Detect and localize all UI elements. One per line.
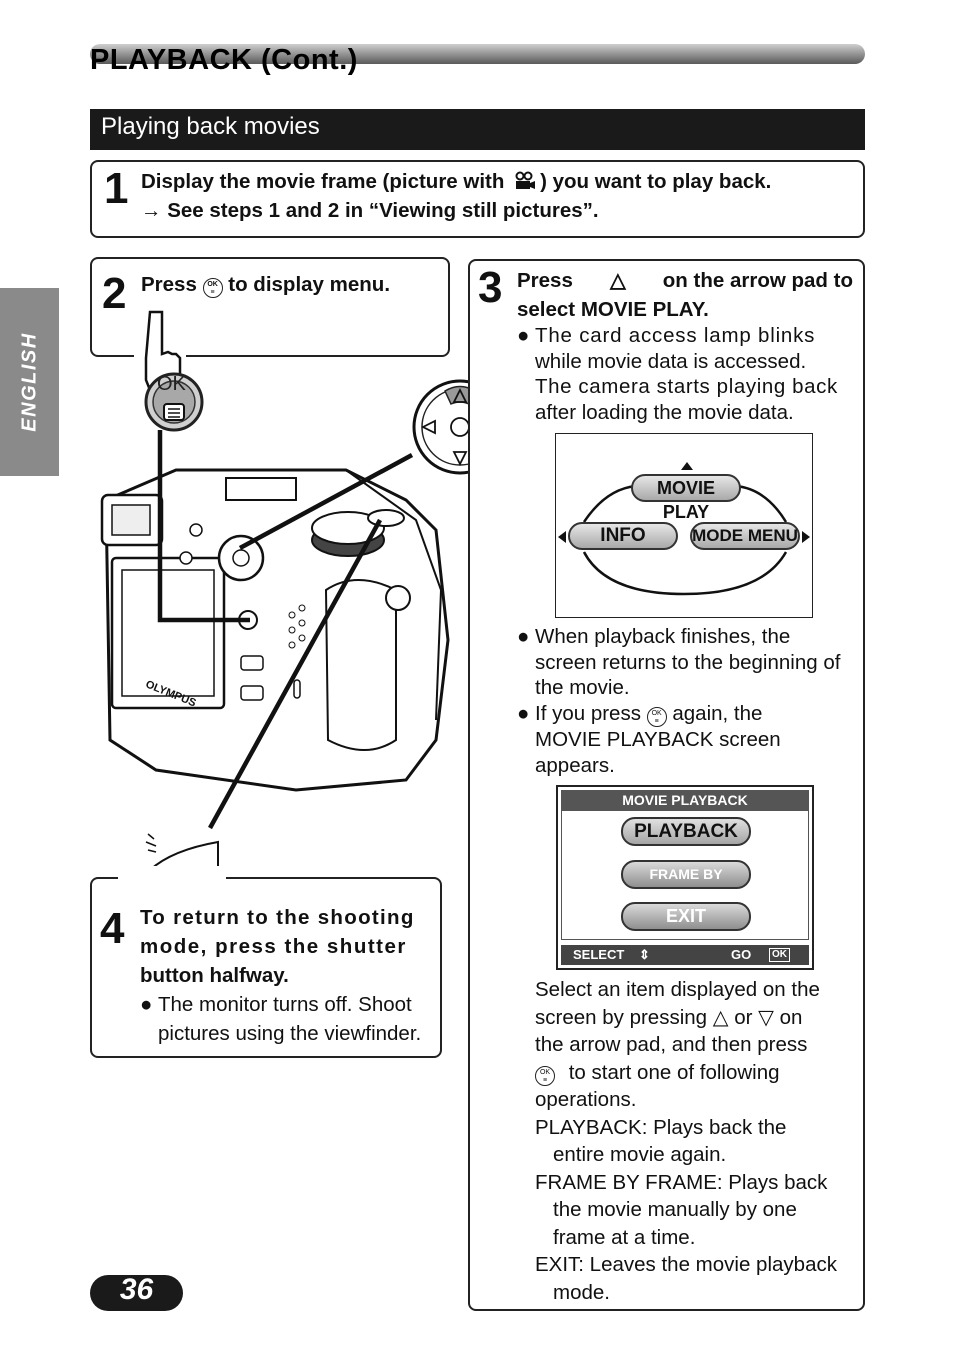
playback-screen-footer: SELECT ⇕ GO OK (561, 945, 809, 965)
section-bar (90, 109, 865, 150)
triangle-up-icon: △ (712, 1005, 729, 1029)
para-e: operations. (535, 1088, 637, 1111)
step3-text: Press △ on the arrow pad to select MOVIE… (517, 266, 853, 324)
language-tab (0, 288, 59, 476)
step3-bullet1-l2: while movie data is accessed. (535, 349, 807, 373)
para-d: to start one of following (568, 1060, 780, 1084)
para-b-mid: or (734, 1005, 753, 1029)
step4-bullet-l1: The monitor turns off. Shoot (158, 993, 412, 1016)
step3-bullet3-post: again, the (672, 702, 763, 725)
step3-bullet1: ● The card access lamp blinks while movi… (517, 323, 857, 425)
para-b-post: on (779, 1005, 803, 1029)
step3-bullet1-l3: The camera starts playing back (535, 375, 838, 398)
ok-label: OK (157, 373, 186, 395)
movie-icon (514, 170, 536, 190)
header-bar (90, 44, 865, 64)
step3-instructions: Select an item displayed on the screen b… (535, 976, 860, 1306)
step4-box-gap (118, 866, 226, 890)
step3-bullet2: ● When playback finishes, the screen ret… (517, 624, 857, 701)
step1-box (90, 160, 865, 238)
para-b-pre: screen by pressing (535, 1005, 708, 1029)
step3-press: Press (517, 269, 573, 292)
triangle-down-icon: ▽ (758, 1005, 774, 1029)
op-frame-l2: the movie manually by one (553, 1198, 797, 1221)
op-playback-l1: PLAYBACK: Plays back the (535, 1115, 787, 1139)
step4-text: To return to the shooting mode, press th… (140, 903, 431, 990)
ok-menu-icon: OK≡ (646, 707, 667, 727)
step3-line2: select MOVIE PLAY. (517, 298, 709, 321)
step4-l2: mode, press the shutter (140, 935, 407, 958)
step1-line2: → See steps 1 and 2 in “Viewing still pi… (141, 199, 599, 222)
triangle-up-icon: △ (609, 269, 626, 292)
step4-box (90, 877, 442, 1058)
step2-text: Press OK≡ to display menu. (141, 270, 390, 299)
op-playback-l2: entire movie again. (553, 1143, 727, 1166)
menu-movie-play[interactable]: MOVIE PLAY (631, 474, 741, 522)
step4-l3: button halfway. (140, 964, 289, 987)
step4-bullet-l2: pictures using the viewfinder. (158, 1022, 422, 1045)
movie-playback-screen: MOVIE PLAYBACK PLAYBACK FRAME BY FRAME E… (556, 785, 814, 970)
step3-bullet2-l1: When playback finishes, the (535, 625, 791, 648)
playback-screen-frame (561, 810, 809, 940)
step4-number: 4 (100, 904, 125, 953)
op-exit-l1: EXIT: Leaves the movie playback (535, 1253, 837, 1276)
step1-text: Display the movie frame (picture with ) … (141, 167, 856, 225)
page-title: PLAYBACK (Cont.) (90, 44, 358, 76)
menu-playback[interactable]: PLAYBACK (621, 817, 751, 846)
menu-mode-menu[interactable]: MODE MENU (690, 522, 800, 550)
menu-arcs (558, 462, 810, 596)
step4-l1: To return to the shooting (140, 906, 415, 929)
page-number: 36 (119, 1273, 154, 1306)
step1-number: 1 (104, 164, 129, 213)
menu-exit[interactable]: EXIT (621, 902, 751, 931)
para-c: the arrow pad, and then press (535, 1033, 808, 1056)
playback-screen-title: MOVIE PLAYBACK (561, 790, 809, 810)
step3-number: 3 (478, 263, 503, 312)
step4-bullet: ● The monitor turns off. Shoot pictures … (140, 990, 435, 1048)
footer-ok: OK (769, 948, 790, 962)
op-frame-l1: FRAME BY FRAME: Plays back (535, 1170, 828, 1194)
step2-pre: Press (141, 273, 197, 296)
bullet-dot: ● (140, 993, 153, 1016)
step1-line1-post: ) you want to play back. (540, 170, 772, 193)
step2-number: 2 (102, 269, 127, 318)
bullet-dot: ● (517, 702, 530, 725)
menu-frame-by-frame[interactable]: FRAME BY FRAME (621, 860, 751, 907)
step3-bullet3-pre: If you press (535, 702, 641, 725)
menu-info[interactable]: INFO (568, 522, 678, 550)
step3-bullet2-l3: the movie. (535, 676, 630, 699)
ok-menu-icon: OK≡ (202, 278, 223, 298)
step3-bullet2-l2: screen returns to the beginning of (535, 650, 841, 674)
step3-bullet1-l4: after loading the movie data. (535, 400, 794, 424)
step3-bullet3: ● If you press OK≡ again, the MOVIE PLAY… (517, 701, 857, 778)
footer-go: GO (731, 947, 752, 962)
step3-bullet1-l1: The card access lamp blinks (535, 324, 816, 347)
para-a: Select an item displayed on the (535, 978, 820, 1001)
footer-select: SELECT (573, 947, 625, 962)
movie-play-menu-screen: MOVIE PLAY INFO MODE MENU (555, 433, 813, 618)
finger-pressing-ok-icon (144, 310, 204, 432)
section-title: Playing back movies (101, 113, 320, 140)
op-frame-l3: frame at a time. (553, 1225, 696, 1249)
step3-bullet3-l2: MOVIE PLAYBACK screen (535, 728, 781, 751)
page-number-badge (90, 1275, 183, 1311)
step1-line1-pre: Display the movie frame (picture with (141, 170, 505, 193)
ok-menu-icon: OK≡ (535, 1065, 555, 1086)
op-exit-l2: mode. (553, 1280, 610, 1304)
bullet-dot: ● (517, 625, 530, 648)
select-updown-icon: ⇕ (639, 947, 650, 962)
step3-line1-post: on the arrow pad to (662, 269, 853, 292)
step3-bullet3-l3: appears. (535, 753, 615, 777)
bullet-dot: ● (517, 324, 530, 347)
step2-post: to display menu. (228, 273, 391, 296)
